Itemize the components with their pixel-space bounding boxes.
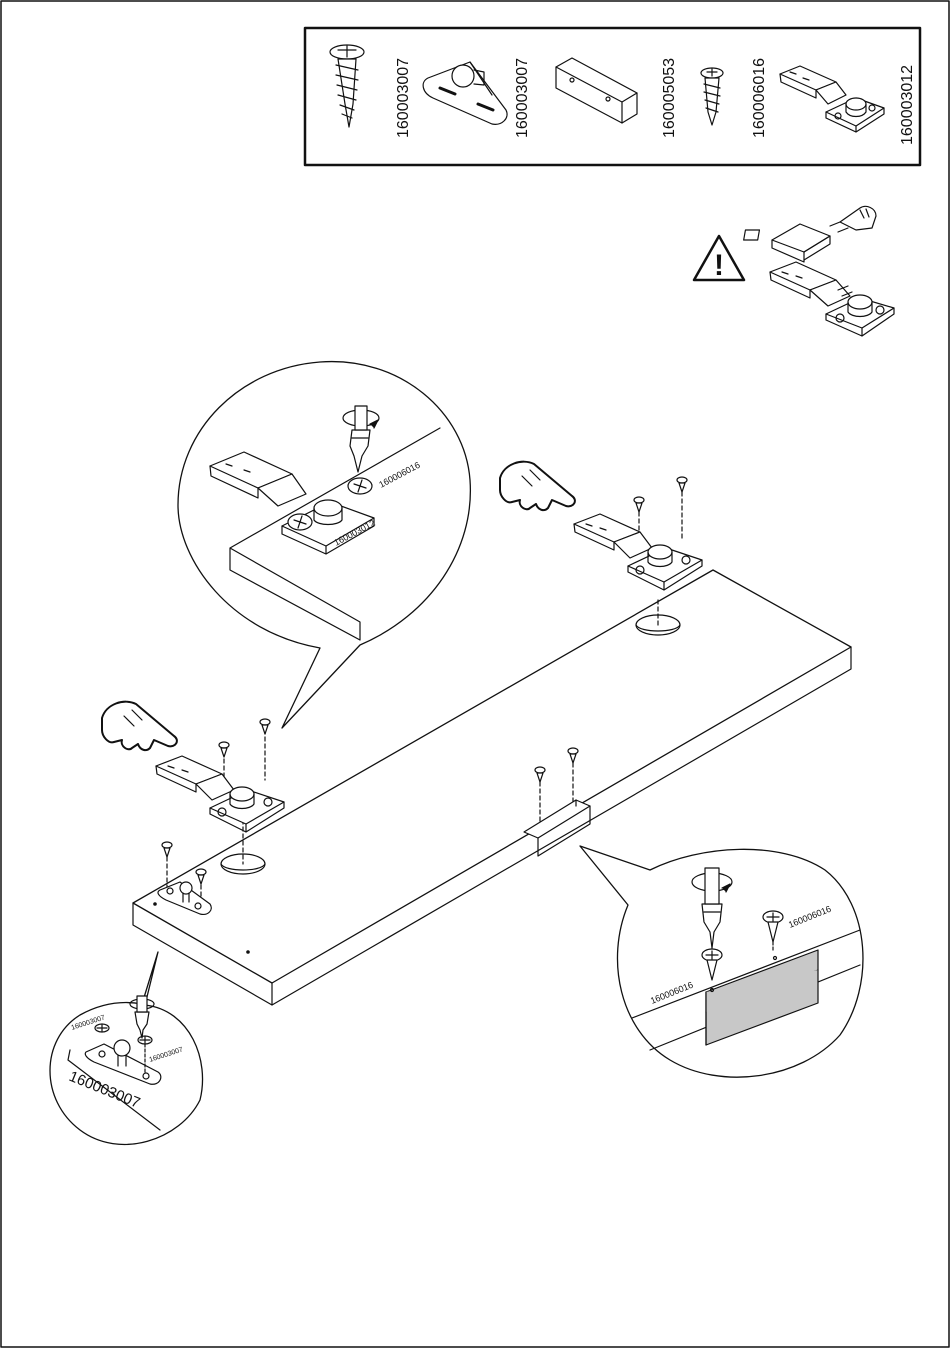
part-code-3: 160005053 <box>661 58 678 138</box>
screw-bottom-hinge-1 <box>219 742 229 757</box>
warning-symbol: ! <box>714 249 724 282</box>
wood-screw-icon <box>330 45 364 127</box>
pointing-hand-bottom-icon <box>102 702 177 750</box>
screw-top-hinge-1 <box>634 497 644 512</box>
hinge-top <box>574 514 702 590</box>
warning-note: ! <box>694 206 894 336</box>
pin-plate-icon <box>423 62 507 124</box>
small-screw-icon <box>701 68 723 125</box>
screw-pin-plate-1 <box>162 842 172 857</box>
part-code-5: 160003012 <box>899 65 916 145</box>
hinge-detail-large-icon <box>770 262 894 336</box>
screw-bottom-hinge-2 <box>260 719 270 734</box>
part-code-2: 160003007 <box>514 58 531 138</box>
parts-box: 160003007 160003007 160005053 160006016 <box>305 28 920 165</box>
hinge-icon <box>780 66 884 132</box>
part-code-4: 160006016 <box>751 58 768 138</box>
callout-pin-plate: 160003007 160003007 160003007 <box>50 952 203 1144</box>
pointing-hand-icon <box>830 206 876 232</box>
part-code-1: 160003007 <box>395 58 412 138</box>
callout-hinge: 160003012 160006016 <box>178 362 470 728</box>
pointing-hand-top-icon <box>500 462 575 510</box>
screw-top-hinge-2 <box>677 477 687 492</box>
callout-bracket: 160006016 160006016 <box>580 846 863 1077</box>
angle-bracket-icon <box>556 58 637 123</box>
hinge-detail-small-icon <box>744 224 830 262</box>
